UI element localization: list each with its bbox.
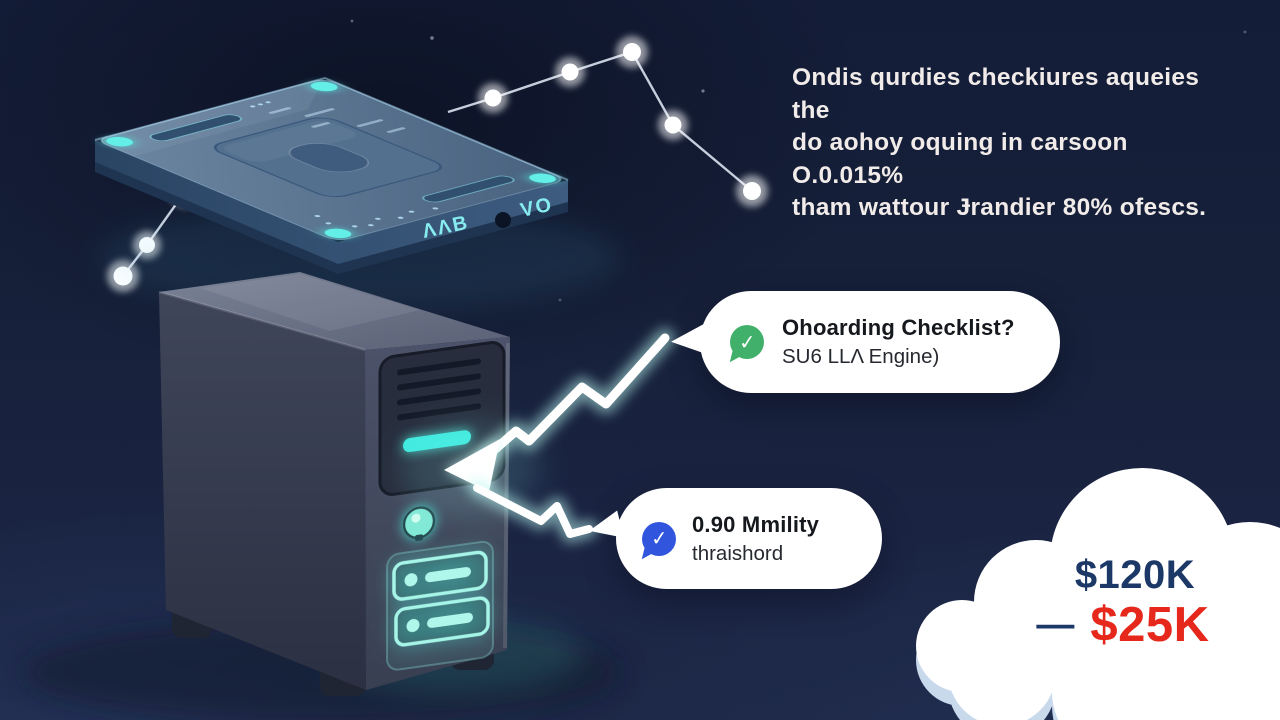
speech-bubble-threshold: ✓ 0.90 Mmility thraishord xyxy=(586,488,882,589)
checkmark-glyph: ✓ xyxy=(649,527,669,551)
bubble-tail xyxy=(586,510,624,546)
bubble-tail xyxy=(669,324,707,358)
speech-bubble-checklist: ✓ Ohoarding Checklist? SU6 LLΛ Engine) xyxy=(669,291,1060,393)
chip-illustration: ΛΛB VO xyxy=(94,76,620,310)
lightning-bolt xyxy=(468,479,598,543)
blue-check-balloon-icon: ✓ xyxy=(641,521,676,562)
constellation-top xyxy=(447,36,768,207)
bubble-subtitle: SU6 LLΛ Engine) xyxy=(782,345,940,368)
green-check-balloon-icon: ✓ xyxy=(729,325,764,366)
old-price-value: $120K xyxy=(1074,553,1196,597)
server-illustration xyxy=(20,272,620,720)
paragraph-line: Ondis qurdies checkiures aqueies the xyxy=(792,64,1200,124)
stars xyxy=(350,19,1247,302)
paragraph-line: do aohoy oquing in carsoon O.0.015% xyxy=(792,129,1128,189)
cloud-illustration xyxy=(916,468,1280,720)
bubble-subtitle: thraishord xyxy=(692,541,784,565)
checkmark-glyph: ✓ xyxy=(737,330,757,355)
new-price: — $25K xyxy=(1008,598,1238,652)
bubble-title: 0.90 Mmility xyxy=(692,511,820,537)
old-price: $120K xyxy=(1040,552,1230,598)
trend-arrow xyxy=(400,328,675,516)
price-dash: — xyxy=(1036,604,1075,646)
bubble-title: Ohoarding Checklist? xyxy=(782,315,1015,340)
new-price-value: $25K xyxy=(1090,598,1210,652)
headline-paragraph: Ondis qurdies checkiures aqueies the do … xyxy=(792,62,1232,225)
paragraph-line: tham wattour Ɉrandier 80% ofescs. xyxy=(792,194,1207,221)
